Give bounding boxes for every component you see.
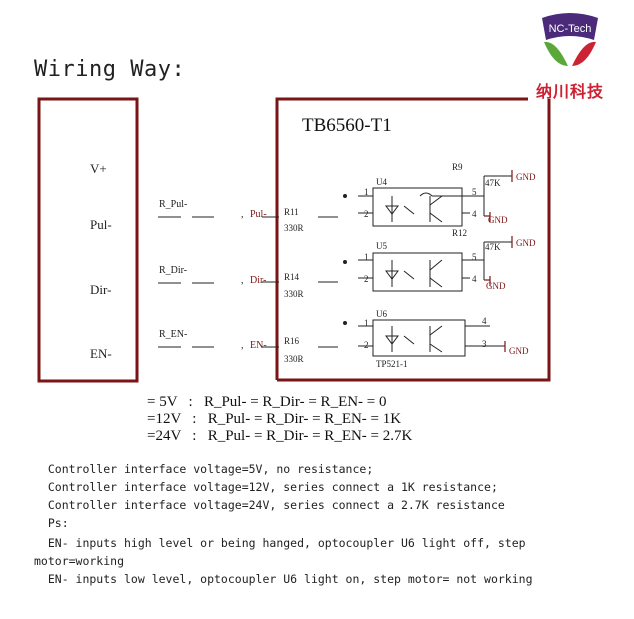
svg-text:2: 2 (364, 274, 369, 284)
svg-text:1: 1 (364, 318, 369, 328)
comma-1: , (241, 209, 244, 220)
svg-text:5: 5 (472, 187, 477, 197)
controller-vplus: V+ (90, 161, 107, 176)
comma-3: , (241, 340, 244, 351)
note-line: motor=working (34, 554, 125, 568)
note-line: Controller interface voltage=24V, series… (34, 498, 505, 512)
r-en-label: R_EN- (159, 329, 187, 340)
page-title: Wiring Way: (34, 57, 186, 82)
svg-text:NC-Tech: NC-Tech (549, 23, 592, 35)
gnd-4: GND (486, 281, 506, 291)
r14-name: R14 (284, 272, 300, 282)
note-line: Controller interface voltage=12V, series… (34, 480, 498, 494)
comma-2: , (241, 275, 244, 286)
equation-5v: = 5V : R_Pul- = R_Dir- = R_EN- = 0 (147, 394, 387, 410)
logo-chinese-name: 纳川科技 (535, 82, 604, 101)
r11-name: R11 (284, 207, 299, 217)
u6-part: TP521-1 (376, 359, 408, 369)
u4-label: U4 (376, 177, 387, 187)
controller-box (37, 97, 139, 383)
driver-in-dir: Dir- (250, 275, 266, 286)
r9-name: R9 (452, 162, 463, 172)
r16-value: 330R (284, 354, 304, 364)
note-line: Ps: (34, 516, 69, 530)
svg-text:2: 2 (364, 340, 369, 350)
note-line: Controller interface voltage=5V, no resi… (34, 462, 374, 476)
r16-name: R16 (284, 336, 300, 346)
svg-text:1: 1 (364, 187, 369, 197)
svg-text:2: 2 (364, 209, 369, 219)
controller-pul: Pul- (90, 217, 112, 232)
driver-box (275, 97, 551, 382)
note-line: EN- inputs low level, optocoupler U6 lig… (34, 572, 533, 586)
driver-in-en: EN- (250, 340, 267, 351)
driver-in-pul: Pul- (250, 209, 267, 220)
gnd-2: GND (488, 215, 508, 225)
controller-dir: Dir- (90, 282, 111, 297)
gnd-3: GND (516, 238, 536, 248)
u6-label: U6 (376, 309, 387, 319)
r12-name: R12 (452, 228, 467, 238)
svg-text:3: 3 (482, 339, 487, 349)
r11-value: 330R (284, 223, 304, 233)
r9-value: 47K (485, 178, 501, 188)
u5-label: U5 (376, 241, 387, 251)
r12-value: 47K (485, 242, 501, 252)
r14-value: 330R (284, 289, 304, 299)
svg-text:1: 1 (364, 252, 369, 262)
r-pul-label: R_Pul- (159, 199, 187, 210)
note-line: EN- inputs high level or being hanged, o… (34, 536, 526, 550)
equation-12v: =12V : R_Pul- = R_Dir- = R_EN- = 1K (147, 411, 402, 427)
svg-text:4: 4 (472, 209, 477, 219)
r-dir-label: R_Dir- (159, 265, 187, 276)
driver-title: TB6560-T1 (302, 115, 392, 136)
svg-text:4: 4 (482, 316, 487, 326)
gnd-1: GND (516, 172, 536, 182)
svg-text:4: 4 (472, 274, 477, 284)
svg-text:5: 5 (472, 252, 477, 262)
controller-en: EN- (90, 346, 112, 361)
equation-24v: =24V : R_Pul- = R_Dir- = R_EN- = 2.7K (147, 428, 413, 444)
brand-logo: NC-Tech (520, 10, 620, 100)
gnd-5: GND (509, 346, 529, 356)
